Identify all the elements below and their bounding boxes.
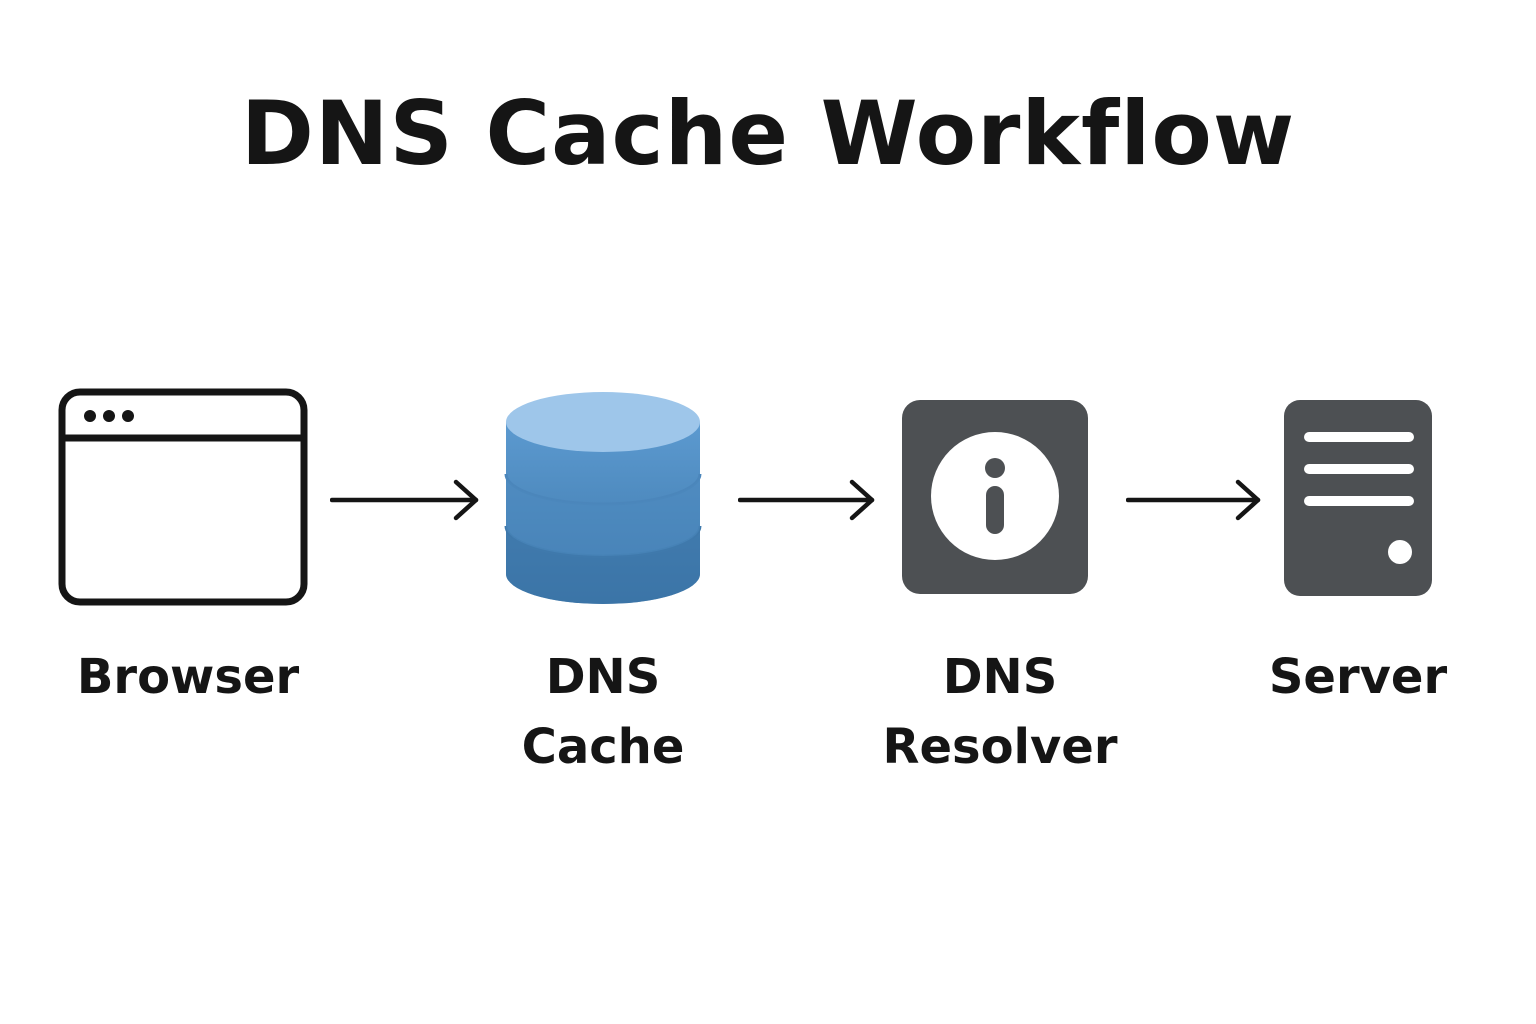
node-label-dns-resolver: DNS Resolver (840, 642, 1160, 782)
node-label-browser: Browser (28, 642, 348, 712)
node-label-dns-cache: DNS Cache (443, 642, 763, 782)
node-label-server: Server (1198, 642, 1518, 712)
label-line: Browser (76, 649, 300, 705)
arrow-cache-to-resolver (738, 479, 875, 521)
label-line: DNS (942, 649, 1058, 705)
label-line: Cache (521, 719, 685, 775)
database-icon (504, 392, 702, 604)
diagram-title: DNS Cache Workflow (240, 82, 1296, 185)
browser-window-icon (58, 388, 308, 606)
info-icon (902, 400, 1088, 594)
label-line: Resolver (882, 719, 1118, 775)
arrow-resolver-to-server (1126, 479, 1261, 521)
arrow-browser-to-cache (330, 479, 479, 521)
label-line: Server (1268, 649, 1448, 705)
server-icon (1284, 400, 1432, 596)
label-line: DNS (545, 649, 661, 705)
